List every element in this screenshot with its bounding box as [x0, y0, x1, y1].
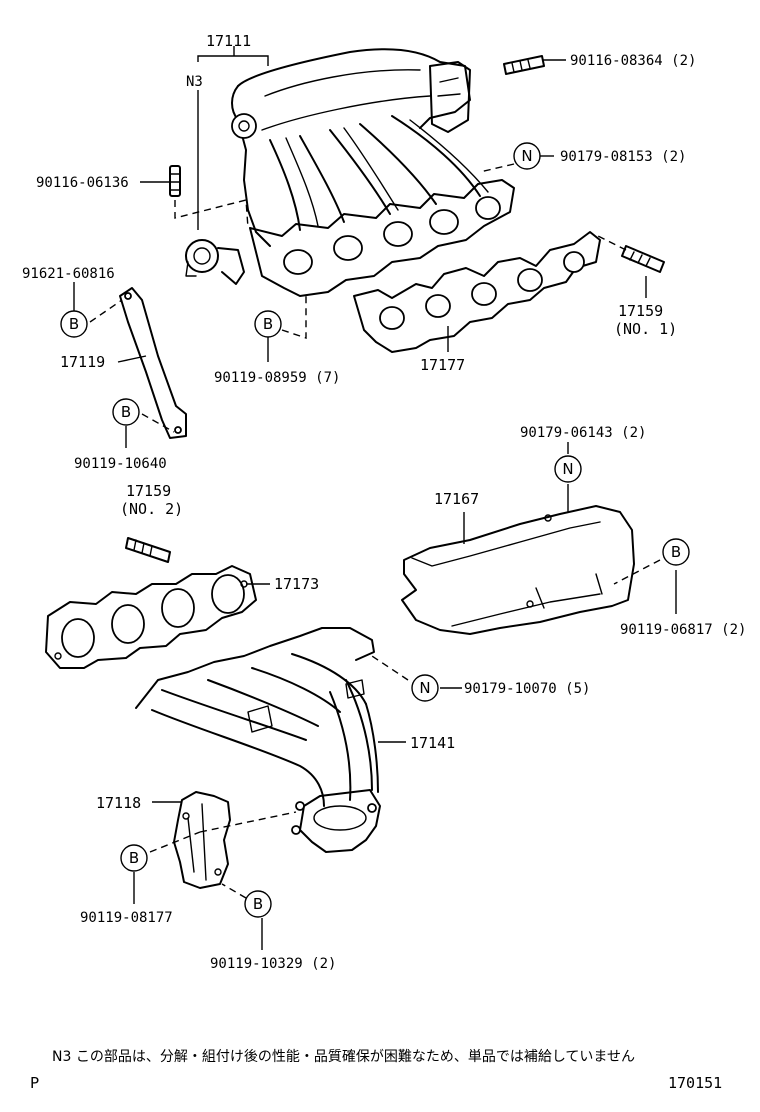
svg-text:B: B [69, 315, 79, 333]
label-17173: 17173 [274, 575, 319, 593]
symbol-b-90119-08959: B [254, 310, 282, 338]
label-17159-no1: 17159 [618, 302, 663, 320]
symbol-b-91621-60816: B [60, 310, 88, 338]
label-90119-08959: 90119-08959 (7) [214, 370, 340, 386]
symbol-b-90119-10640: B [112, 398, 140, 426]
svg-text:B: B [121, 403, 131, 421]
label-91621-60816: 91621-60816 [22, 266, 115, 282]
label-17119: 17119 [60, 353, 105, 371]
label-90119-06817: 90119-06817 (2) [620, 622, 746, 638]
exhaust-gasket-17173-drawing [45, 565, 257, 669]
symbol-n-90179-06143: N [554, 455, 582, 483]
label-17141: 17141 [410, 734, 455, 752]
label-17159-no1-sub: (NO. 1) [614, 320, 677, 338]
symbol-b-90119-06817: B [662, 538, 690, 566]
heat-insulator-17167-drawing [401, 505, 635, 635]
leader-lines [73, 46, 677, 950]
symbol-n-90179-08153: N [513, 142, 541, 170]
manifold-stay-17119-drawing [119, 287, 187, 439]
part-labels: 17111 N3 90116-08364 (2) 90179-08153 (2)… [22, 32, 746, 972]
svg-text:N: N [562, 460, 573, 478]
stud-90116-06136-drawing [169, 165, 181, 197]
svg-text:B: B [671, 543, 681, 561]
label-90179-08153: 90179-08153 (2) [560, 149, 686, 165]
label-17111: 17111 [206, 32, 251, 50]
label-90116-06136: 90116-06136 [36, 175, 129, 191]
label-90119-10329: 90119-10329 (2) [210, 956, 336, 972]
label-90116-08364: 90116-08364 (2) [570, 53, 696, 69]
intake-gasket-17177-drawing [353, 231, 601, 353]
label-90179-06143: 90179-06143 (2) [520, 425, 646, 441]
label-90179-10070: 90179-10070 (5) [464, 681, 590, 697]
svg-text:B: B [263, 315, 273, 333]
svg-text:B: B [253, 895, 263, 913]
symbol-n-90179-10070: N [411, 674, 439, 702]
stud-90116-08364-drawing [503, 55, 545, 75]
page-letter: P [30, 1074, 40, 1092]
label-17159-no2-sub: (NO. 2) [120, 500, 183, 518]
svg-text:B: B [129, 849, 139, 867]
stud-17159-no2-drawing [125, 537, 171, 563]
figure-number: 170151 [668, 1074, 723, 1092]
symbol-b-90119-10329: B [244, 890, 272, 918]
label-90119-10640: 90119-10640 [74, 456, 167, 472]
label-17177: 17177 [420, 356, 465, 374]
footnote-n3: N3 この部品は、分解・組付け後の性能・品質確保が困難なため、単品では補給してい… [52, 1049, 635, 1065]
label-17167: 17167 [434, 490, 479, 508]
svg-text:N: N [521, 147, 532, 165]
svg-text:N: N [419, 679, 430, 697]
label-n3: N3 [186, 74, 203, 90]
exhaust-manifold-17141-drawing [135, 627, 381, 853]
label-17159-no2: 17159 [126, 482, 171, 500]
stud-17159-no1-drawing [621, 245, 665, 273]
heat-insulator-17118-drawing [173, 791, 231, 889]
symbol-b-90119-08177: B [120, 844, 148, 872]
label-90119-08177: 90119-08177 [80, 910, 173, 926]
label-17118: 17118 [96, 794, 141, 812]
intake-manifold-drawing [185, 48, 515, 297]
